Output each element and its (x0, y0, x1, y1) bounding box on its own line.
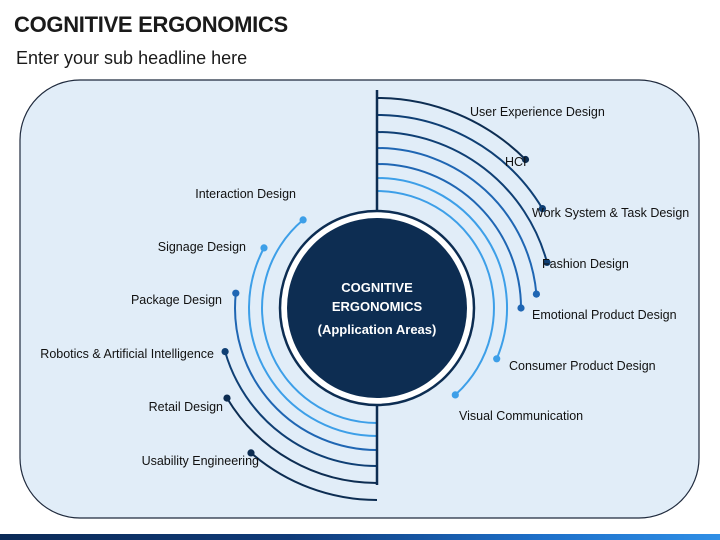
arc-left-robotics-and-artificial-intelligence (224, 351, 378, 467)
left-arcs-group (221, 216, 378, 501)
arc-right-visual-communication (376, 190, 495, 396)
dot-consumer-product-design (493, 355, 501, 363)
label-retail-design: Retail Design (149, 400, 223, 414)
label-robotics-and-artificial-intelligence: Robotics & Artificial Intelligence (40, 347, 214, 361)
dot-usability-engineering (247, 449, 255, 457)
center-title-line2: ERGONOMICS (332, 299, 423, 314)
dot-package-design (232, 289, 240, 297)
arc-right-consumer-product-design (376, 177, 508, 360)
dot-user-experience-design (521, 155, 530, 164)
dot-hci (538, 205, 547, 213)
arc-left-interaction-design (261, 219, 378, 424)
arc-right-fashion-design (376, 147, 538, 295)
label-consumer-product-design: Consumer Product Design (509, 359, 656, 373)
arc-right-work-system-and-task-design (376, 131, 548, 263)
dot-signage-design (260, 244, 268, 252)
label-user-experience-design: User Experience Design (470, 105, 605, 119)
dot-retail-design (223, 394, 231, 402)
label-package-design: Package Design (131, 293, 222, 307)
label-signage-design: Signage Design (158, 240, 246, 254)
footer-bar (0, 534, 720, 540)
label-work-system-and-task-design: Work System & Task Design (532, 206, 689, 220)
center-circle (287, 218, 467, 398)
arc-right-user-experience-design (376, 97, 527, 161)
arc-right-emotional-product-design (376, 163, 522, 309)
dot-fashion-design (532, 290, 541, 298)
label-usability-engineering: Usability Engineering (142, 454, 259, 468)
dot-work-system-and-task-design (543, 258, 551, 266)
center-subtitle: (Application Areas) (318, 322, 437, 337)
label-visual-communication: Visual Communication (459, 409, 583, 423)
label-fashion-design: Fashion Design (542, 257, 629, 271)
arc-left-package-design (234, 293, 378, 451)
dot-robotics-and-artificial-intelligence (221, 348, 229, 356)
label-hci: HCI (505, 155, 527, 169)
right-arcs-group (376, 97, 551, 399)
center-title-line1: COGNITIVE (341, 280, 413, 295)
arc-left-retail-design (226, 397, 378, 484)
arc-left-usability-engineering (250, 452, 378, 501)
arc-left-signage-design (248, 247, 378, 437)
label-emotional-product-design: Emotional Product Design (532, 308, 677, 322)
dot-interaction-design (299, 216, 307, 224)
label-interaction-design: Interaction Design (195, 187, 296, 201)
dot-emotional-product-design (517, 304, 525, 312)
slide-title: COGNITIVE ERGONOMICS (14, 12, 288, 37)
slide-subtitle: Enter your sub headline here (16, 48, 248, 68)
arc-right-hci (376, 114, 544, 210)
dot-visual-communication (451, 391, 459, 399)
